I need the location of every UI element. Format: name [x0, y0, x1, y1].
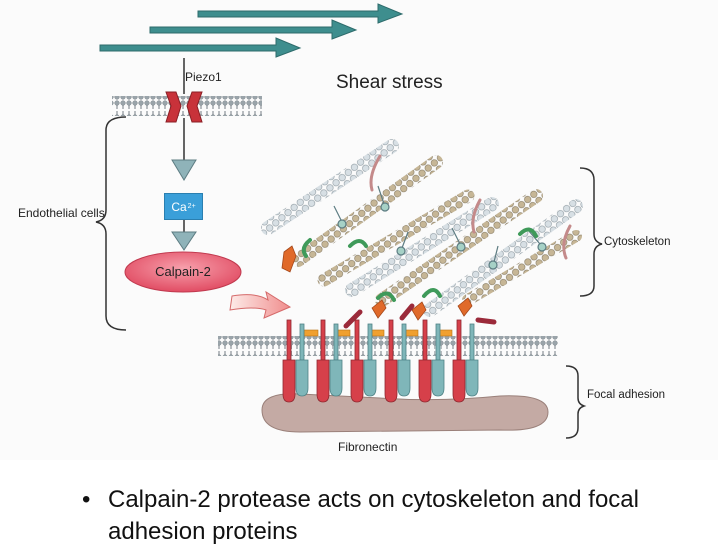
talin-3 [376, 291, 396, 302]
talin-2 [348, 239, 368, 248]
actin-filament-4 [345, 197, 499, 297]
vinculin-1 [369, 154, 382, 192]
integrin-3 [350, 319, 377, 403]
endothelial-cells-label: Endothelial cells [18, 206, 105, 220]
caption-bullet-item: • Calpain-2 protease acts on cytoskeleto… [82, 484, 708, 548]
linker-2 [377, 185, 390, 212]
membrane-adaptors [303, 329, 453, 337]
endothelial-bracket [95, 116, 127, 331]
calpain-2-label: Calpain-2 [155, 264, 211, 279]
signaling-diagram: Shear stress Piezo1 Endothelial cells Ca… [18, 3, 671, 454]
bullet-icon: • [82, 486, 91, 513]
linker-1 [333, 205, 347, 229]
linker-5 [488, 245, 499, 270]
actin-filament-7 [462, 230, 582, 306]
piezo1-label: Piezo1 [185, 70, 222, 84]
kinase-bars [343, 303, 497, 329]
calcium-charge: 2+ [187, 203, 196, 210]
shear-arrow-2 [149, 19, 358, 40]
linker-4 [451, 227, 466, 252]
talin-4 [422, 288, 442, 298]
orange-adaptor-1 [281, 245, 297, 273]
membrane-adaptor-1 [303, 329, 319, 337]
actin-filament-6 [423, 199, 583, 317]
integrin-5 [418, 319, 445, 403]
integrin-6 [452, 319, 479, 403]
kinase-bar-1 [343, 309, 363, 329]
orange-adaptor-4 [457, 297, 473, 317]
diagram-graphics [95, 3, 603, 439]
vinculin-proteins [369, 154, 572, 260]
cytoskeleton-bracket [579, 167, 603, 297]
integrins [282, 319, 479, 403]
integrin-1 [282, 319, 309, 403]
shear-stress-label: Shear stress [336, 72, 443, 93]
caption-text: Calpain-2 protease acts on cytoskeleton … [108, 486, 639, 545]
talin-1 [301, 238, 312, 258]
orange-adaptors [281, 245, 473, 321]
integrin-4 [384, 319, 411, 403]
talin-proteins [301, 227, 538, 302]
calcium-label: Ca [171, 199, 187, 214]
basal-membrane [218, 336, 558, 356]
actin-filaments [261, 139, 583, 317]
piezo-to-ca-arrowhead [171, 159, 197, 181]
linker-3 [396, 231, 409, 256]
calpain-action-arrow [229, 290, 292, 319]
linker-6 [527, 229, 547, 252]
shear-stress-arrows [99, 3, 404, 58]
actin-filament-2 [291, 155, 443, 267]
fibronectin-label: Fibronectin [338, 440, 398, 454]
kinase-bar-3 [475, 317, 497, 325]
actin-filament-1 [261, 139, 399, 235]
kinase-bar-2 [399, 303, 415, 321]
orange-adaptor-2 [371, 299, 387, 319]
linker-proteins [333, 185, 547, 270]
ca-to-calpain-arrowhead [171, 231, 197, 251]
actin-filament-3 [317, 189, 475, 287]
focal-adhesion-bracket [565, 365, 587, 439]
fibronectin-layer [261, 393, 549, 433]
shear-arrow-1 [197, 3, 404, 24]
focal-adhesion-label: Focal adhesion [587, 389, 665, 401]
orange-adaptor-3 [411, 301, 427, 321]
talin-5 [518, 227, 538, 238]
piezo1-channel [165, 91, 203, 123]
cytoskeleton-label: Cytoskeleton [604, 236, 671, 248]
integrin-2 [316, 319, 343, 403]
calpain-2-oval [124, 251, 242, 293]
shear-arrow-3 [99, 37, 302, 58]
vinculin-3 [562, 224, 572, 260]
vinculin-2 [471, 198, 482, 234]
